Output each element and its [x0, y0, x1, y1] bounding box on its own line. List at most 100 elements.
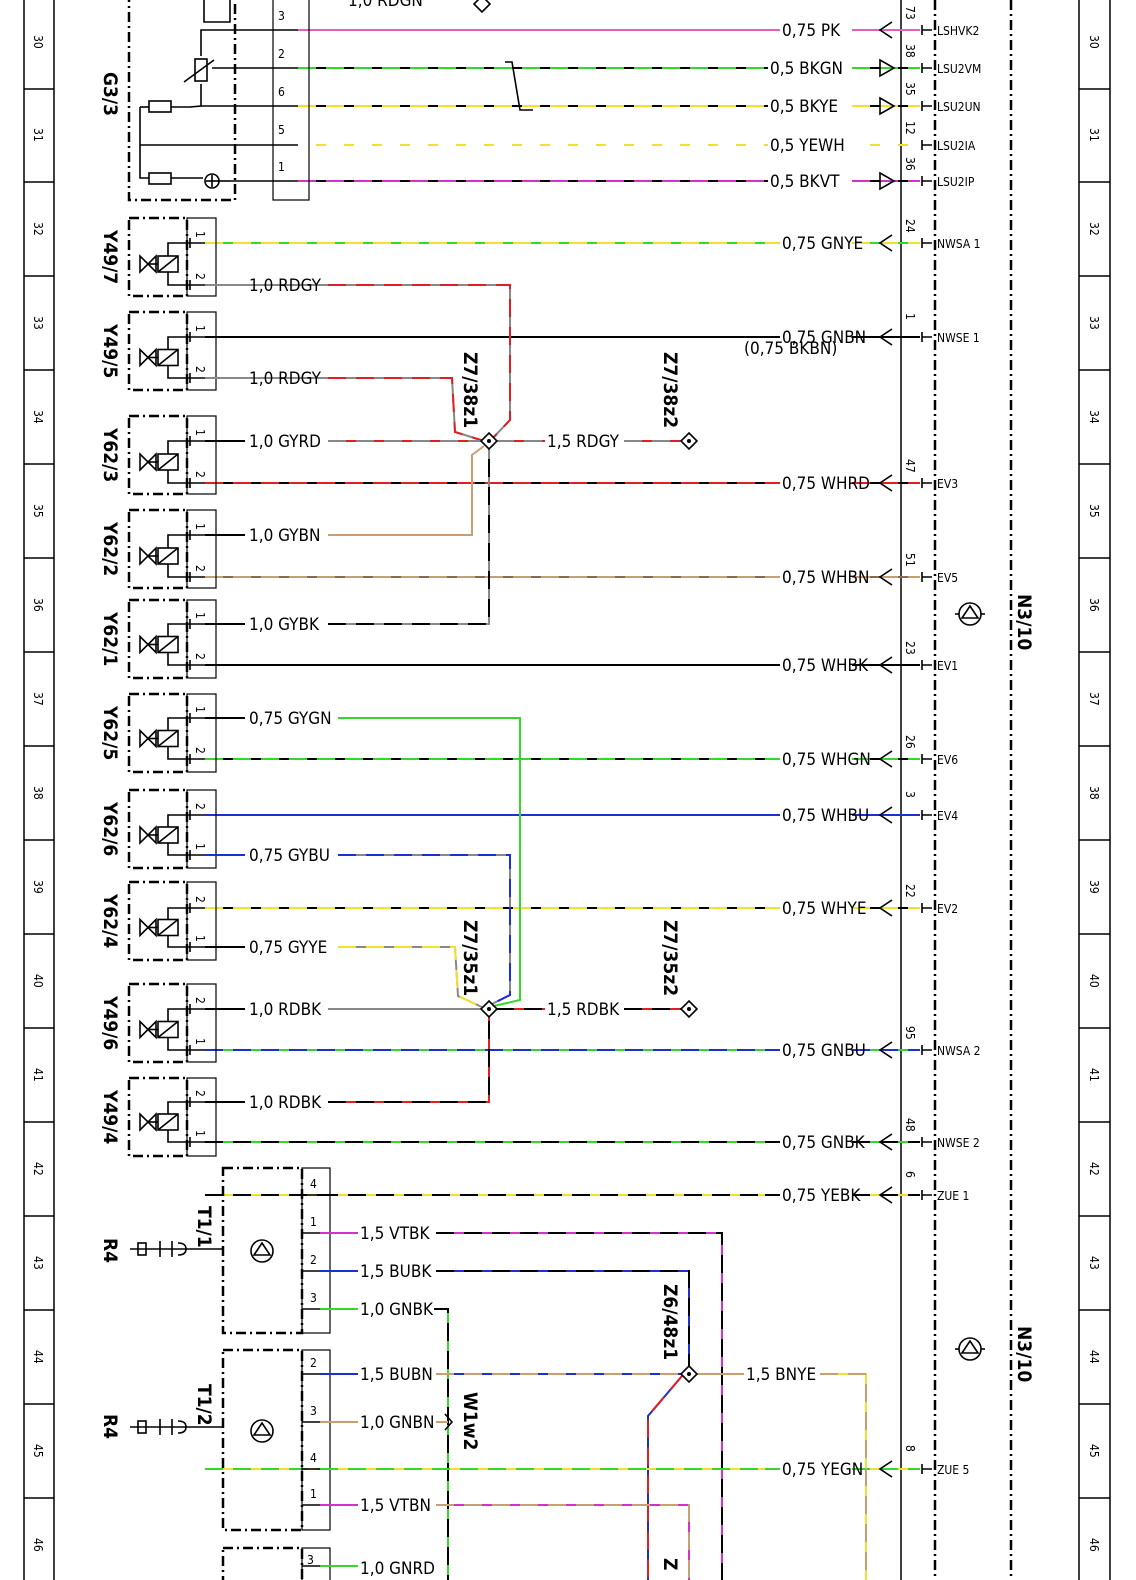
arrow-icon: [878, 1133, 893, 1151]
row-number: 46: [1087, 1538, 1101, 1552]
pin-number: 35: [903, 82, 917, 96]
signal-name: LSHVK2: [937, 24, 979, 38]
pin-number: 3: [903, 791, 917, 798]
pin-number: 3: [310, 1291, 317, 1305]
coil-pin-numbers: 4 1 2 3 2 3 4 1: [302, 1177, 320, 1567]
pin-number: 22: [903, 884, 917, 898]
pin-number: 3: [278, 9, 285, 23]
pin-number: 2: [278, 47, 285, 61]
arrow-icon: [878, 1460, 893, 1478]
pin-stub: [921, 63, 932, 73]
pin-number: 2: [193, 366, 207, 373]
pin-number: 1: [278, 160, 285, 174]
row-number: 31: [31, 128, 45, 142]
pin-number: 2: [310, 1253, 317, 1267]
pin-number: 1: [193, 325, 207, 332]
splice-z6-48z1: Z6/48z1: [659, 1284, 699, 1384]
pin-number: 1: [903, 313, 917, 320]
row-number: 33: [1087, 316, 1101, 330]
wire-label: 0,75 GNBK: [782, 1133, 866, 1153]
splices: Z7/38z1 Z7/38z2 Z7/35z1 Z7/35z2 Z6/48z1 …: [459, 352, 699, 1570]
wire-label: 1,5 BUBN: [360, 1365, 433, 1385]
pin-number: 4: [310, 1451, 317, 1465]
pin-number: 6: [278, 85, 285, 99]
component-label: Y49/4: [99, 1089, 121, 1144]
splice-z7-38z1: Z7/38z1: [459, 352, 499, 451]
pin-number: 1: [193, 843, 207, 850]
arrow-icon: [878, 656, 893, 674]
row-number: 42: [31, 1162, 45, 1176]
row-number: 40: [1087, 974, 1101, 988]
arrow-icon: [878, 234, 893, 252]
row-number: 34: [1087, 410, 1101, 424]
row-number: 46: [31, 1538, 45, 1552]
pin-number: 1: [193, 706, 207, 713]
coil-icon: [250, 1239, 274, 1263]
ecu-label: N3/10: [1013, 1326, 1035, 1382]
pin-number: 38: [903, 44, 917, 58]
arrow-icon: [878, 1186, 893, 1204]
pin-stub: [921, 332, 932, 342]
wire-label: 0,75 WHRD: [782, 474, 870, 494]
arrow-icon: [878, 806, 893, 824]
component-label: T1/2: [193, 1384, 215, 1426]
wire-label: 1,0 RDBK: [249, 1093, 322, 1113]
component-label: Y62/5: [99, 705, 121, 760]
wire-label: 0,75 WHBU: [782, 806, 869, 826]
valves: 12Y49/712Y49/512Y62/312Y62/212Y62/112Y62…: [99, 216, 217, 1158]
row-number: 40: [31, 974, 45, 988]
pin-stub: [921, 25, 932, 35]
splice-z7-35z2: Z7/35z2: [659, 920, 699, 1019]
row-dividers: [24, 88, 1110, 1499]
splice-label: Z: [659, 1558, 681, 1570]
splice-z7-35z1: Z7/35z1: [459, 920, 499, 1019]
pin-number: 1: [193, 1038, 207, 1045]
component-label: T1/1: [193, 1206, 215, 1248]
splice-z7-38z2: Z7/38z2: [659, 352, 699, 451]
row-number: 39: [1087, 880, 1101, 894]
pin-number: 1: [193, 231, 207, 238]
pin-number: 2: [193, 997, 207, 1004]
wire-label: 1,5 RDGY: [547, 432, 620, 452]
row-number: 38: [1087, 786, 1101, 800]
pin-number: 8: [903, 1445, 917, 1452]
pin-number: 2: [193, 565, 207, 572]
arrow-icon: [878, 474, 893, 492]
pin-stub: [921, 176, 932, 186]
pin-stub: [921, 903, 932, 913]
pin-number: 6: [903, 1171, 917, 1178]
signal-name: LSU2UN: [937, 100, 981, 114]
pin-stub: [921, 572, 932, 582]
signal-name: LSU2VM: [937, 62, 981, 76]
row-number: 36: [1087, 598, 1101, 612]
ecu-label: N3/10: [1013, 594, 1035, 650]
wire-label: 0,75 GYGN: [249, 709, 332, 729]
row-number: 35: [31, 504, 45, 518]
signal-name: LSU2IP: [937, 175, 975, 189]
row-number: 43: [31, 1256, 45, 1270]
pin-stub: [921, 754, 932, 764]
component-label: Y62/6: [99, 801, 121, 856]
pin-stub: [921, 1464, 932, 1474]
row-number: 45: [1087, 1444, 1101, 1458]
row-number: 44: [31, 1350, 45, 1364]
pin-number: 2: [193, 747, 207, 754]
pin-number: 3: [310, 1404, 317, 1418]
wire-label: 0,5 BKYE: [770, 97, 838, 117]
pin-number: 1: [193, 1130, 207, 1137]
wire-label: 1,5 VTBK: [360, 1224, 430, 1244]
